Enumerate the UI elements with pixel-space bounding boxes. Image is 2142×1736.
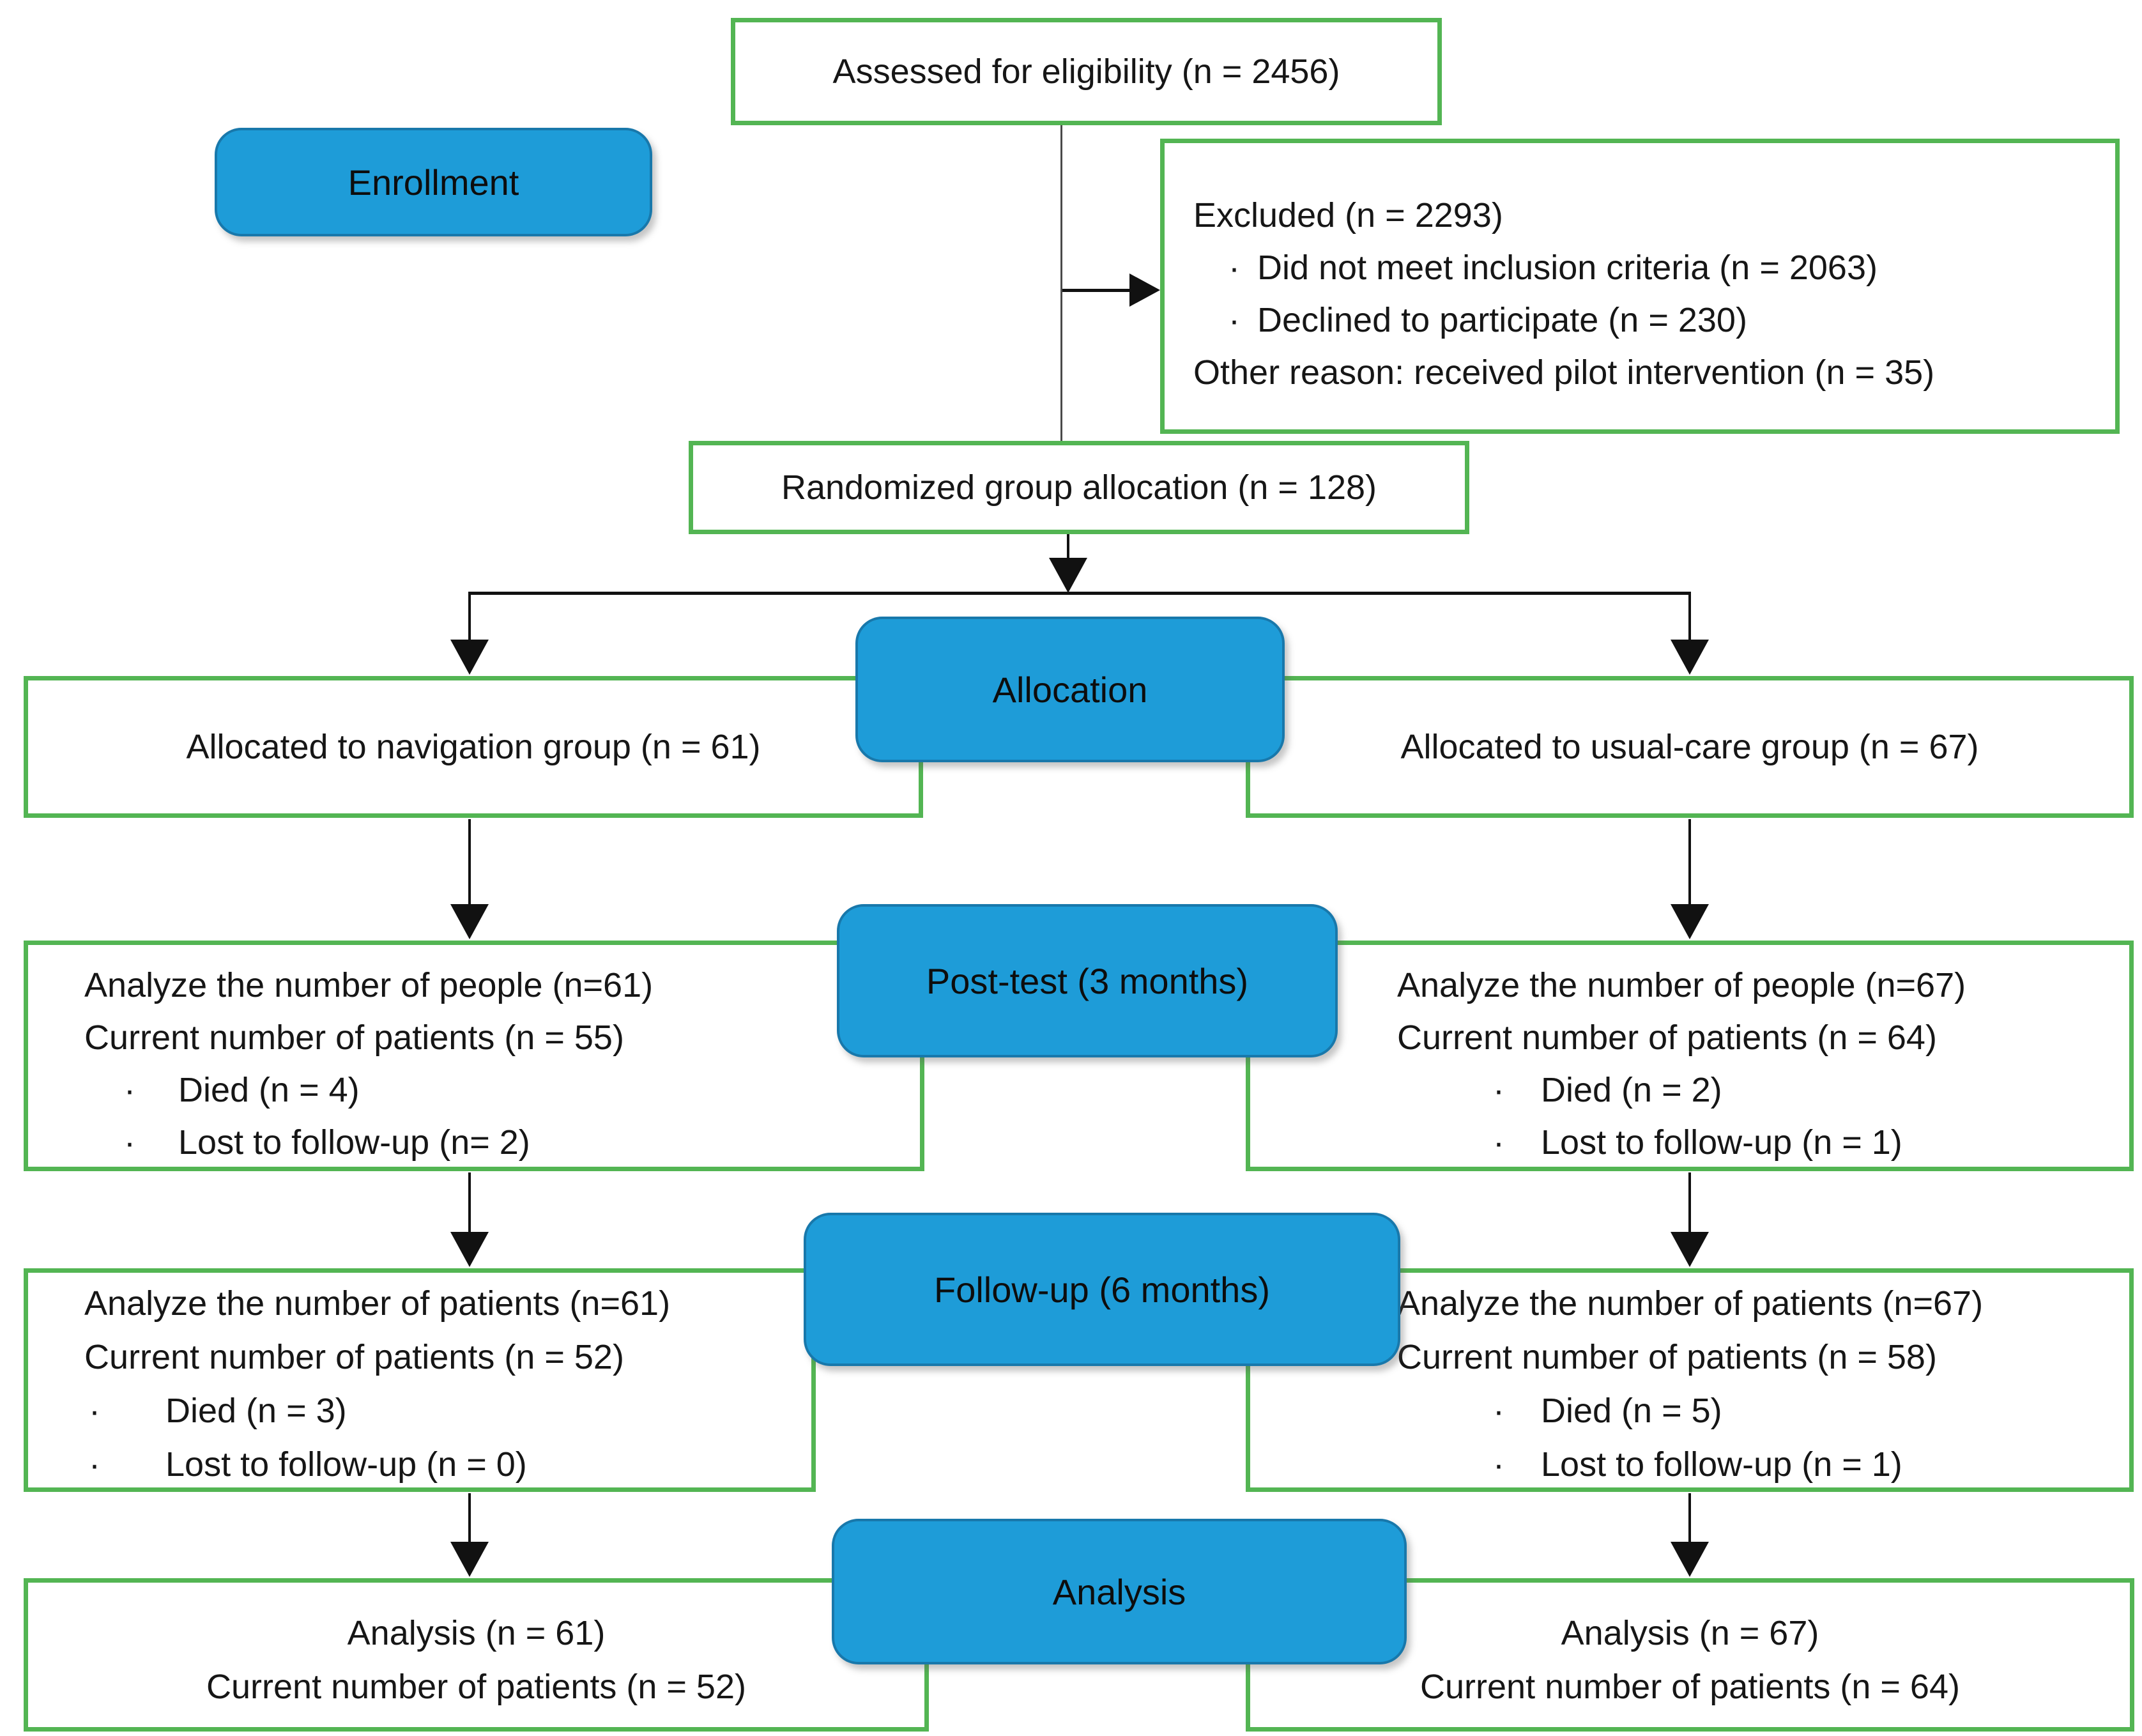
posttest-right-box: Analyze the number of people (n=67) Curr… (1246, 941, 2134, 1171)
connector-left-posttest (468, 819, 471, 905)
posttest-right-line2: Current number of patients (n = 64) (1397, 1018, 1937, 1057)
excluded-title: Excluded (n = 2293) (1193, 196, 1503, 234)
posttest-right-bullet2: ·Lost to follow-up (n = 1) (1397, 1116, 2123, 1169)
connector-assessed-randomized (1060, 125, 1062, 441)
analysis-right-line2: Current number of patients (n = 64) (1420, 1668, 1960, 1706)
followup-right-bullet2: ·Lost to follow-up (n = 1) (1397, 1438, 2123, 1491)
randomized-box: Randomized group allocation (n = 128) (689, 441, 1469, 534)
connector-excluded (1062, 289, 1134, 292)
bullet-icon: · (89, 1445, 100, 1484)
connector-to-alloc-right (1688, 594, 1691, 640)
analysis-right-line1: Analysis (n = 67) (1561, 1614, 1819, 1652)
posttest-left-bullet2: ·Lost to follow-up (n= 2) (84, 1116, 914, 1169)
arrowhead-branch-icon (1049, 558, 1087, 593)
excluded-other-reason: Other reason: received pilot interventio… (1193, 353, 1935, 392)
connector-right-posttest (1688, 819, 1691, 905)
arrowhead-left-followup-icon (450, 1232, 489, 1267)
posttest-right-line1: Analyze the number of people (n=67) (1397, 966, 1966, 1004)
followup-left-line2: Current number of patients (n = 52) (84, 1338, 624, 1376)
connector-right-followup (1688, 1172, 1691, 1233)
bullet-icon: · (1228, 301, 1240, 339)
bullet-icon: · (124, 1123, 135, 1162)
bullet-icon: · (1493, 1392, 1504, 1430)
arrowhead-right-analysis-icon (1671, 1542, 1709, 1577)
posttest-left-box: Analyze the number of people (n=61) Curr… (24, 941, 924, 1171)
allocated-navigation-label: Allocated to navigation group (n = 61) (186, 728, 761, 766)
arrowhead-alloc-right-icon (1671, 640, 1709, 675)
connector-left-analysis (468, 1493, 471, 1542)
excluded-bullet-1: ·Did not meet inclusion criteria (n = 20… (1193, 242, 2106, 294)
posttest-left-line1: Analyze the number of people (n=61) (84, 966, 654, 1004)
arrowhead-alloc-left-icon (450, 640, 489, 675)
randomized-label: Randomized group allocation (n = 128) (781, 468, 1377, 507)
bullet-icon: · (124, 1071, 135, 1109)
analysis-left-box: Analysis (n = 61) Current number of pati… (24, 1578, 929, 1732)
analysis-ribbon: Analysis (832, 1519, 1407, 1664)
followup-right-bullet1: ·Died (n = 5) (1397, 1384, 2123, 1438)
followup-ribbon: Follow-up (6 months) (804, 1213, 1400, 1366)
followup-left-bullet1: ·Died (n = 3) (84, 1384, 805, 1438)
excluded-bullet-2: ·Declined to participate (n = 230) (1193, 294, 2106, 346)
arrowhead-right-posttest-icon (1671, 904, 1709, 939)
assessed-eligibility-label: Assessed for eligibility (n = 2456) (832, 52, 1340, 91)
allocated-usual-care-label: Allocated to usual-care group (n = 67) (1400, 728, 1979, 766)
followup-label: Follow-up (6 months) (934, 1269, 1270, 1310)
analysis-label: Analysis (1052, 1571, 1186, 1612)
posttest-label: Post-test (3 months) (926, 960, 1249, 1001)
arrowhead-right-followup-icon (1671, 1232, 1709, 1267)
excluded-box: Excluded (n = 2293) ·Did not meet inclus… (1160, 139, 2120, 434)
enrollment-label: Enrollment (348, 162, 519, 203)
posttest-left-line2: Current number of patients (n = 55) (84, 1018, 624, 1057)
bullet-icon: · (1228, 249, 1240, 287)
analysis-left-line1: Analysis (n = 61) (347, 1614, 606, 1652)
bullet-icon: · (1493, 1445, 1504, 1484)
followup-left-bullet2: ·Lost to follow-up (n = 0) (84, 1438, 805, 1491)
followup-right-box: Analyze the number of patients (n=67) Cu… (1246, 1268, 2134, 1492)
branch-horizontal-line (468, 592, 1691, 595)
followup-left-box: Analyze the number of patients (n=61) Cu… (24, 1268, 816, 1492)
followup-right-line1: Analyze the number of patients (n=67) (1397, 1284, 1984, 1323)
posttest-ribbon: Post-test (3 months) (837, 904, 1338, 1057)
analysis-left-line2: Current number of patients (n = 52) (206, 1668, 746, 1706)
followup-right-line2: Current number of patients (n = 58) (1397, 1338, 1937, 1376)
bullet-icon: · (89, 1392, 100, 1430)
followup-left-line1: Analyze the number of patients (n=61) (84, 1284, 671, 1323)
allocation-ribbon: Allocation (855, 617, 1285, 762)
connector-left-followup (468, 1172, 471, 1233)
posttest-left-bullet1: ·Died (n = 4) (84, 1064, 914, 1116)
enrollment-ribbon: Enrollment (215, 128, 652, 236)
allocated-usual-care-box: Allocated to usual-care group (n = 67) (1246, 676, 2134, 818)
allocation-label: Allocation (992, 669, 1148, 710)
arrowhead-left-analysis-icon (450, 1542, 489, 1577)
bullet-icon: · (1493, 1123, 1504, 1162)
arrowhead-left-posttest-icon (450, 904, 489, 939)
connector-randomized-branch (1067, 534, 1069, 560)
allocated-navigation-box: Allocated to navigation group (n = 61) (24, 676, 923, 818)
bullet-icon: · (1493, 1071, 1504, 1109)
assessed-eligibility-box: Assessed for eligibility (n = 2456) (731, 18, 1442, 125)
connector-right-analysis (1688, 1493, 1691, 1542)
arrowhead-excluded-icon (1129, 273, 1160, 307)
connector-to-alloc-left (468, 594, 471, 640)
posttest-right-bullet1: ·Died (n = 2) (1397, 1064, 2123, 1116)
